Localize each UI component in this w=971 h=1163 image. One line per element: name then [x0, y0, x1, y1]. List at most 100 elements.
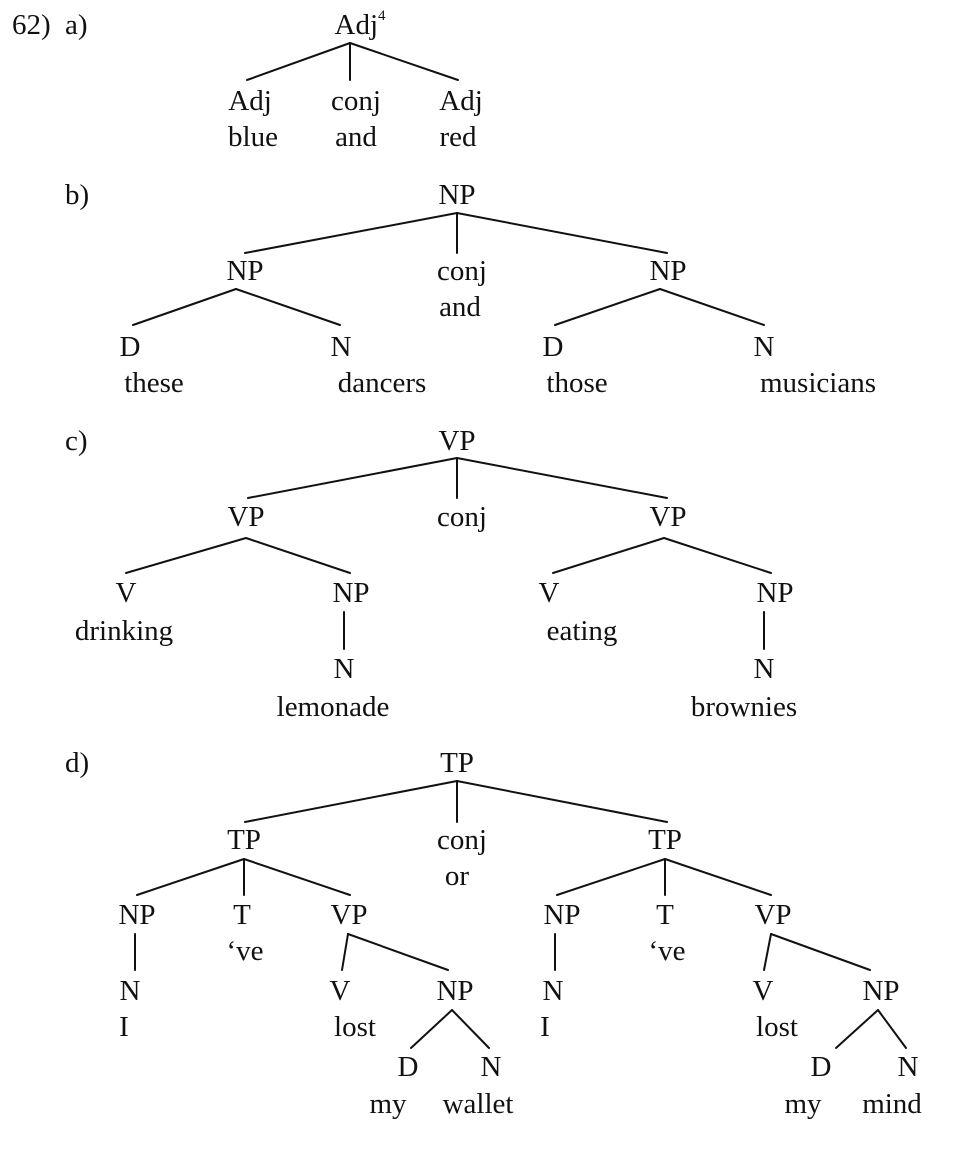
- word: eating: [546, 615, 618, 647]
- branch: [244, 212, 458, 254]
- branch: [763, 933, 772, 971]
- word: and: [439, 291, 481, 323]
- branch: [456, 457, 668, 499]
- node-label: N: [753, 653, 775, 685]
- node-label: conj: [331, 85, 381, 117]
- node-label: N: [330, 331, 352, 363]
- node-label: N: [753, 331, 775, 363]
- node-label: NP: [649, 255, 687, 287]
- tree-b-root: NP: [438, 179, 476, 211]
- word: drinking: [74, 615, 174, 647]
- branch: [243, 858, 351, 896]
- word: those: [546, 367, 608, 399]
- node-label: NP: [226, 255, 264, 287]
- node-label: VP: [330, 899, 368, 931]
- node-label: V: [329, 975, 351, 1007]
- branch: [770, 933, 871, 971]
- word: blue: [228, 121, 278, 153]
- node-label: NP: [332, 577, 370, 609]
- word: and: [335, 121, 377, 153]
- branch: [877, 1009, 907, 1049]
- node-label: NP: [756, 577, 794, 609]
- branch: [247, 457, 458, 499]
- tree-c-root: VP: [438, 425, 476, 457]
- branch: [451, 1009, 490, 1049]
- node-label: conj: [437, 824, 487, 856]
- word: lost: [334, 1011, 376, 1043]
- node-label: N: [119, 975, 141, 1007]
- node-label: Adj: [439, 85, 483, 117]
- branch: [552, 537, 665, 574]
- branch: [664, 858, 772, 896]
- node-label: TP: [648, 824, 682, 856]
- word: brownies: [690, 691, 798, 723]
- node-label: conj: [437, 501, 487, 533]
- tree-a-root: Adj4: [334, 8, 386, 42]
- word: I: [119, 1011, 129, 1043]
- branch: [349, 42, 459, 81]
- node-label: D: [119, 331, 141, 363]
- node-label: D: [810, 1051, 832, 1083]
- branch: [410, 1009, 453, 1049]
- tree-c-letter: c): [65, 425, 88, 457]
- node-label: conj: [437, 255, 487, 287]
- branch: [341, 933, 349, 971]
- branch: [659, 288, 765, 326]
- word: musicians: [760, 367, 876, 399]
- branch: [246, 42, 351, 81]
- word: red: [439, 121, 477, 153]
- branch: [556, 858, 666, 896]
- node-label: VP: [649, 501, 687, 533]
- node-label: Adj: [228, 85, 272, 117]
- word: my: [784, 1088, 822, 1120]
- word: I: [540, 1011, 550, 1043]
- branch: [554, 288, 661, 326]
- word: ‘ve: [226, 935, 264, 967]
- node-label: V: [752, 975, 774, 1007]
- word: lemonade: [276, 691, 390, 723]
- node-label: N: [333, 653, 355, 685]
- node-label: VP: [227, 501, 265, 533]
- tree-b-letter: b): [65, 179, 90, 211]
- node-label: NP: [436, 975, 474, 1007]
- branch: [244, 780, 458, 823]
- branch: [663, 537, 772, 574]
- node-label: D: [397, 1051, 419, 1083]
- word: dancers: [337, 367, 427, 399]
- word: or: [444, 860, 470, 892]
- branch: [235, 288, 341, 326]
- branch: [835, 1009, 879, 1049]
- node-label: V: [115, 577, 137, 609]
- branch: [347, 933, 449, 971]
- example-number: 62): [12, 9, 51, 41]
- node-label: TP: [227, 824, 261, 856]
- node-label: NP: [118, 899, 156, 931]
- word: mind: [862, 1088, 922, 1120]
- branch: [136, 858, 245, 896]
- tree-d-letter: d): [65, 747, 90, 779]
- node-label: VP: [754, 899, 792, 931]
- node-label: N: [542, 975, 564, 1007]
- word: these: [124, 367, 184, 399]
- tree-a-letter: a): [65, 9, 88, 41]
- node-label: T: [656, 899, 674, 931]
- node-label: N: [480, 1051, 502, 1083]
- branch: [245, 537, 351, 574]
- node-label: NP: [543, 899, 581, 931]
- branch: [456, 780, 668, 823]
- branch: [132, 288, 237, 326]
- word: ‘ve: [648, 935, 686, 967]
- word: lost: [756, 1011, 798, 1043]
- word: my: [369, 1088, 407, 1120]
- branch: [125, 537, 247, 574]
- node-label: D: [542, 331, 564, 363]
- node-label: V: [538, 577, 560, 609]
- node-label: N: [897, 1051, 919, 1083]
- node-label: T: [233, 899, 251, 931]
- word: wallet: [442, 1088, 514, 1120]
- footnote-marker: 4: [378, 8, 386, 24]
- node-label: NP: [862, 975, 900, 1007]
- branch: [456, 212, 668, 254]
